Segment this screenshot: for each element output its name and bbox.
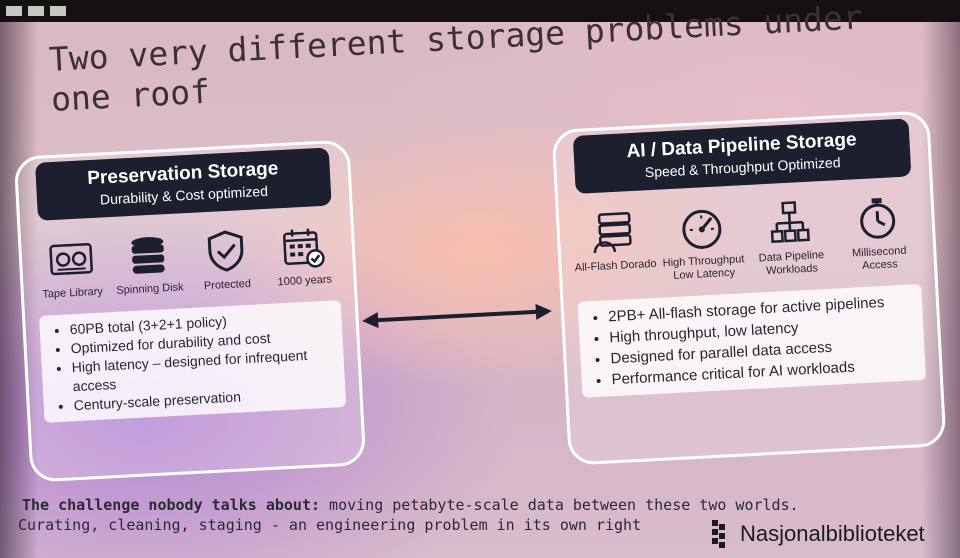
pipeline-icon [770,201,810,244]
footer-line-1-text: moving petabyte-scale data between these… [320,496,799,514]
ai-pipeline-panel: AI / Data Pipeline Storage Speed & Throu… [551,110,947,466]
speedometer-icon [682,209,722,249]
logo-mark-icon [712,520,732,548]
ai-pipeline-bullets: 2PB+ All-flash storage for active pipeli… [577,283,927,398]
tape-library-icon [49,243,93,276]
icon-tile: Protected [186,227,267,294]
icon-label: Millisecond Access [851,244,907,273]
icon-tile: Millisecond Access [832,194,924,275]
logo-text: Nasjonalbiblioteket [740,521,925,546]
top-bar [0,0,960,22]
preservation-bullets: 60PB total (3+2+1 policy) Optimized for … [39,300,347,423]
database-icon [131,237,165,274]
icon-tile: Data Pipeline Workloads [745,199,837,280]
icon-tile: Spinning Disk [108,231,189,298]
icon-label: 1000 years [277,273,333,289]
footer-bold: The challenge nobody talks about: [22,496,321,514]
shield-check-icon [207,230,244,272]
footer-line-1: The challenge nobody talks about: moving… [22,496,799,514]
stopwatch-icon [860,197,896,239]
preservation-header: Preservation Storage Durability & Cost o… [35,147,332,221]
double-arrow-icon [362,303,552,329]
icon-label: Spinning Disk [116,281,184,297]
icon-label: High Throughput Low Latency [662,253,745,282]
icon-tile: Tape Library [31,235,112,302]
logo: Nasjonalbiblioteket [712,520,925,548]
icon-label: Tape Library [42,285,104,301]
icon-tile: All-Flash Dorado [569,208,661,289]
icon-tile: High Throughput Low Latency [657,203,749,284]
ai-pipeline-header: AI / Data Pipeline Storage Speed & Throu… [572,118,912,194]
flash-storage-icon [593,212,632,254]
preservation-panel: Preservation Storage Durability & Cost o… [13,139,367,483]
icon-label: Data Pipeline Workloads [758,249,825,278]
calendar-check-icon [283,228,325,268]
icon-label: All-Flash Dorado [574,257,657,275]
footer-line-2: Curating, cleaning, staging - an enginee… [18,516,642,534]
icon-label: Protected [203,277,252,293]
icon-tile: 1000 years [263,223,344,290]
ai-pipeline-icons: All-Flash Dorado High Throughput Low Lat… [569,194,924,288]
preservation-icons: Tape Library Spinning Disk Protected 100… [31,223,344,302]
